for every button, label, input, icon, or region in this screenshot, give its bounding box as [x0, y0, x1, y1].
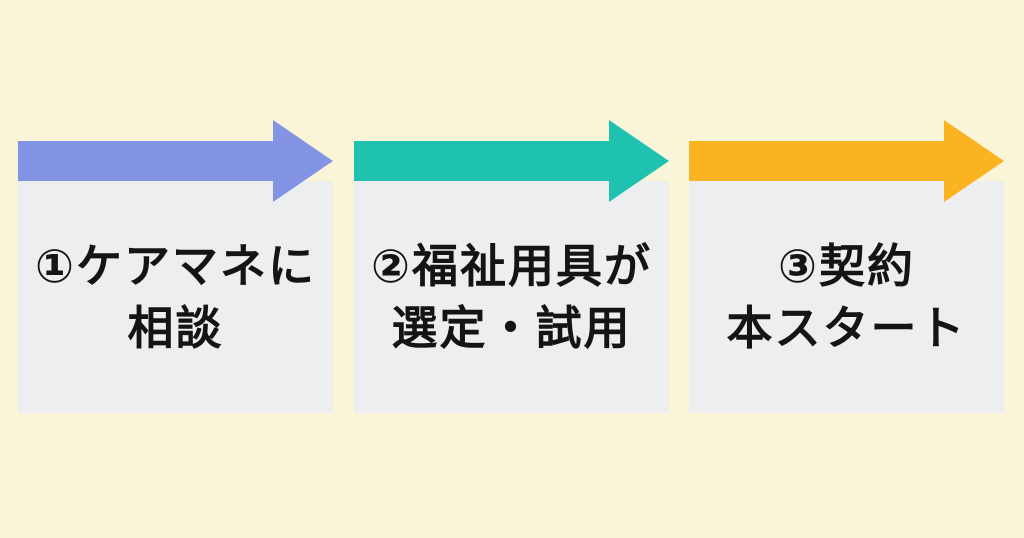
- step-1-arrow-right-icon: [18, 120, 333, 202]
- step-1-label-line-2: 相談: [127, 302, 224, 354]
- step-2-card: ②福祉用具が 選定・試用: [354, 181, 669, 413]
- step-3-label-line-2: 本スタート: [726, 302, 967, 354]
- step-2: ②福祉用具が 選定・試用: [354, 120, 669, 413]
- arrow-shaft: [689, 141, 945, 181]
- step-2-arrow-right-icon: [354, 120, 669, 202]
- step-3-label-line-1: ③契約: [778, 240, 915, 292]
- step-2-label-line-1: ②福祉用具が: [371, 240, 652, 292]
- step-3-card: ③契約 本スタート: [689, 181, 1004, 413]
- arrow-shaft: [354, 141, 610, 181]
- arrow-head: [609, 120, 669, 202]
- arrow-head: [944, 120, 1004, 202]
- step-3: ③契約 本スタート: [689, 120, 1004, 413]
- step-1: ①ケアマネに 相談: [18, 120, 333, 413]
- step-2-label-line-2: 選定・試用: [391, 302, 632, 354]
- step-1-card: ①ケアマネに 相談: [18, 181, 333, 413]
- step-1-label-line-1: ①ケアマネに: [35, 240, 316, 292]
- step-3-arrow-right-icon: [689, 120, 1004, 202]
- arrow-head: [273, 120, 333, 202]
- arrow-shaft: [18, 141, 274, 181]
